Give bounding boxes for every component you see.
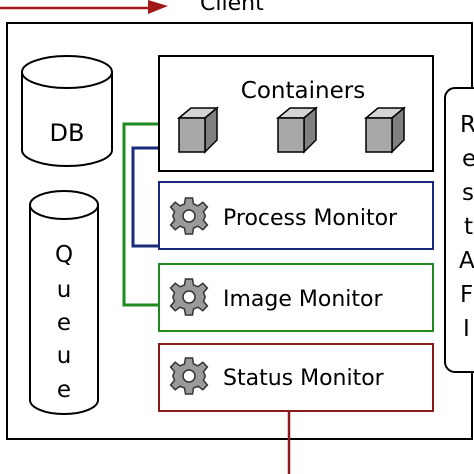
container-cube-icon <box>277 107 317 153</box>
queue-letter-4: u <box>57 343 72 369</box>
side-panel-letter-2: e <box>462 146 474 172</box>
side-panel <box>444 87 474 373</box>
queue-letter-2: u <box>57 277 72 303</box>
queue-cylinder <box>29 190 99 415</box>
db-cylinder <box>21 55 113 167</box>
containers-title: Containers <box>241 78 365 104</box>
side-panel-letter-5: A <box>459 248 474 274</box>
side-panel-letter-3: s <box>462 180 474 206</box>
side-panel-letter-6: F <box>460 282 473 308</box>
container-cube-icon <box>178 107 218 153</box>
side-panel-letter-4: t <box>464 214 473 240</box>
status-monitor-label: Status Monitor <box>223 366 385 391</box>
side-panel-letter-1: R <box>460 112 474 138</box>
queue-letter-5: e <box>57 377 71 403</box>
gear-icon <box>169 197 209 235</box>
image-monitor-label: Image Monitor <box>223 287 383 312</box>
gear-icon <box>169 278 209 316</box>
process-monitor-label: Process Monitor <box>223 206 398 231</box>
db-label: DB <box>50 119 85 147</box>
queue-letter-3: e <box>57 310 71 336</box>
side-panel-letter-7: I <box>463 316 470 342</box>
client-label: Client <box>200 0 264 16</box>
queue-letter-1: Q <box>55 242 73 268</box>
gear-icon <box>169 357 209 395</box>
container-cube-icon <box>365 107 405 153</box>
client-connector <box>0 0 168 14</box>
process-monitor-connector <box>131 143 178 248</box>
image-monitor-connector <box>122 119 178 307</box>
